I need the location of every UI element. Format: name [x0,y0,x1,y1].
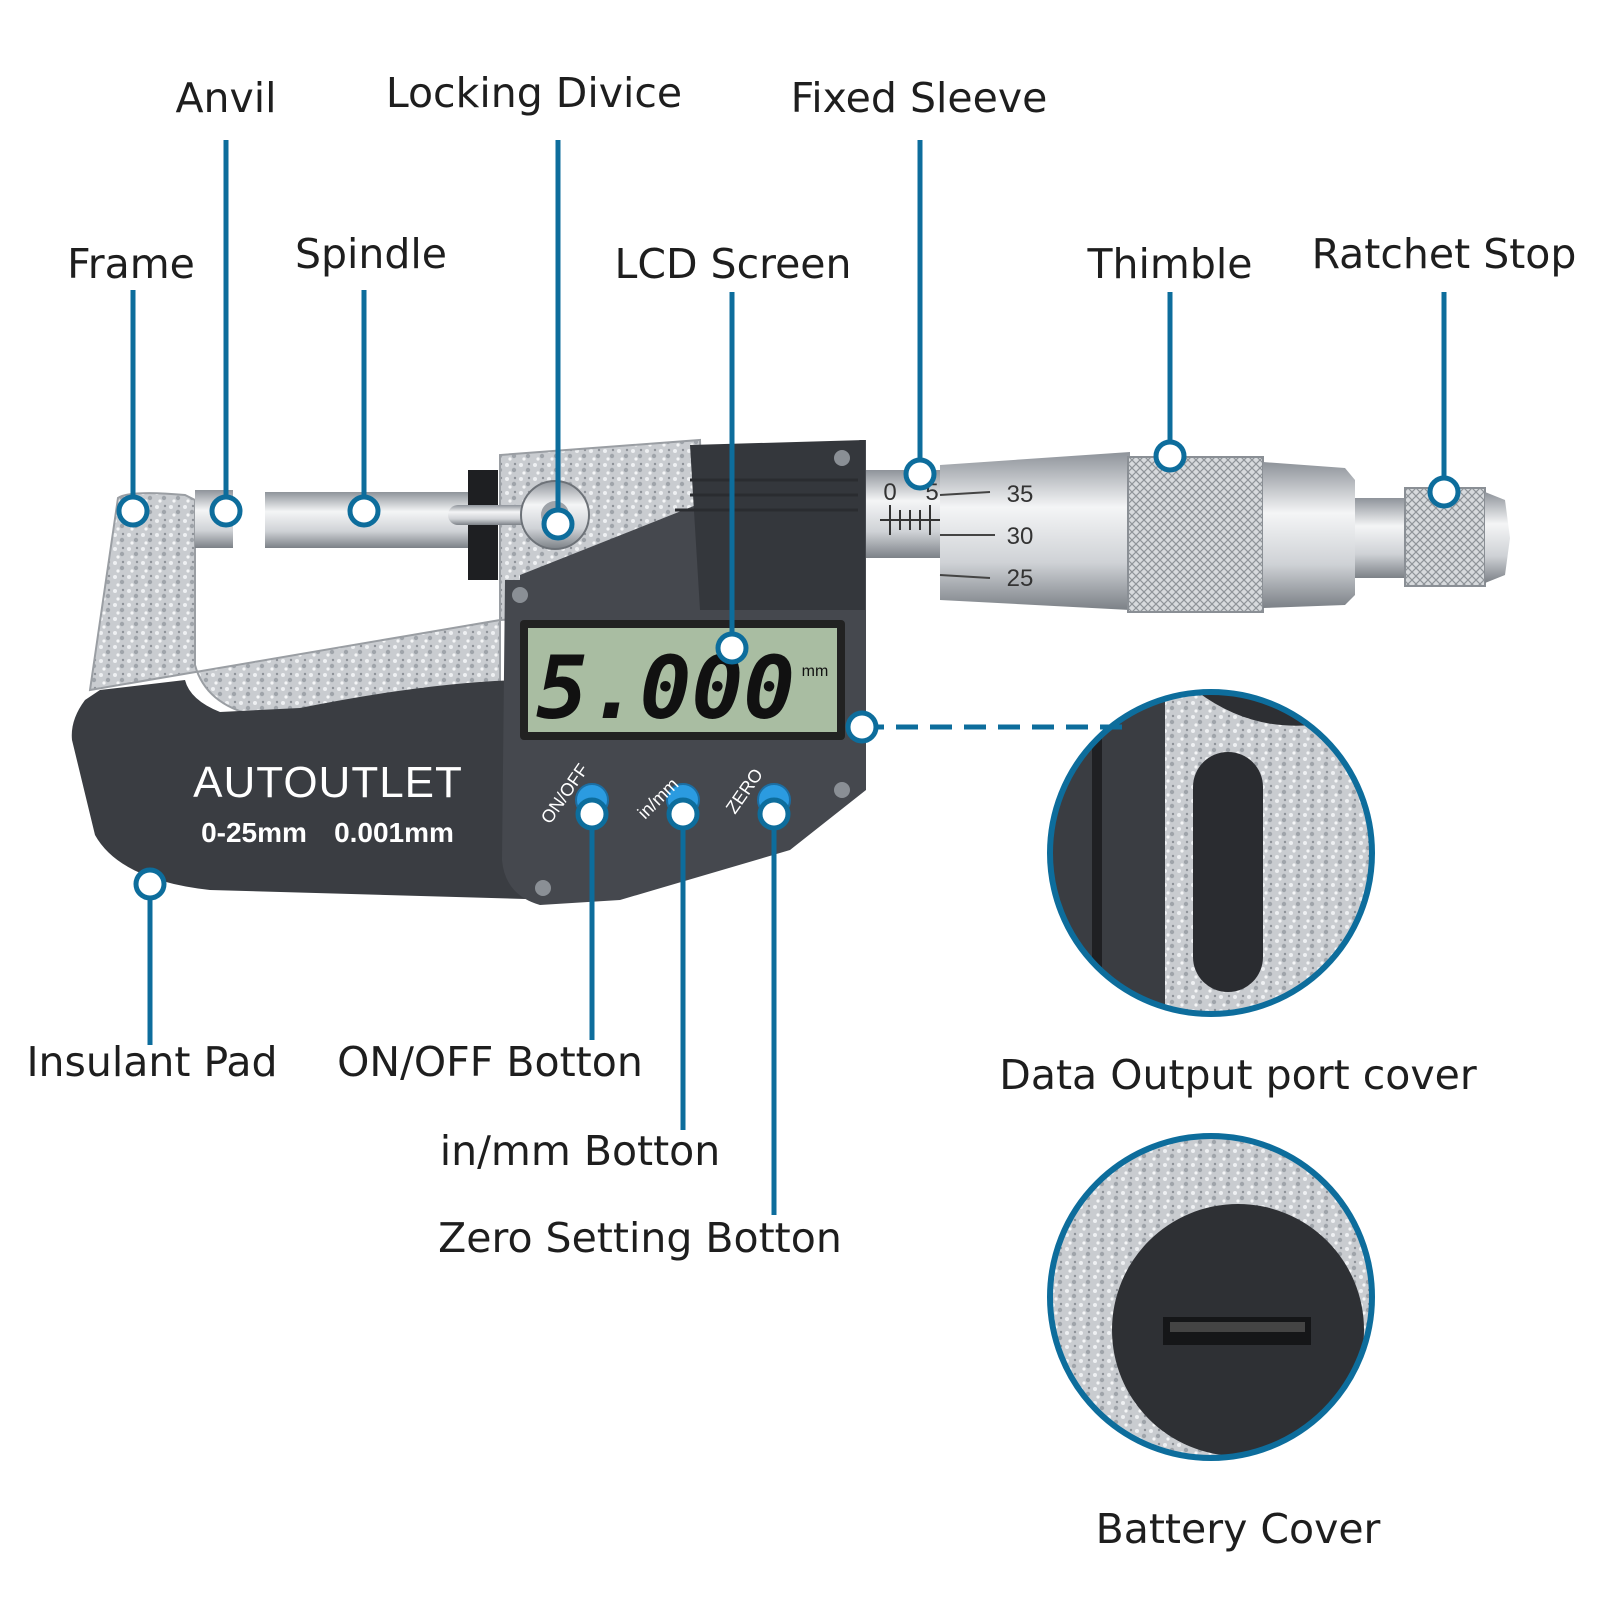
brand-logo: AUTOUTLET [193,758,463,807]
spindle-dot [347,494,381,528]
label-in-mm-button: in/mm Botton [440,1127,721,1175]
label-lcd-screen: LCD Screen [614,240,851,288]
label-battery-cover: Battery Cover [1096,1505,1381,1553]
battery-cover-inset [1047,1133,1375,1461]
label-insulant-pad: Insulant Pad [26,1038,277,1086]
data-port-cover [1193,752,1263,992]
lcd-screen: 5.000 mm [520,620,845,740]
label-frame: Frame [67,240,195,288]
label-anvil: Anvil [175,74,276,122]
label-zero-setting-button: Zero Setting Botton [438,1214,842,1262]
locking-dot [541,507,575,541]
pad-dot [133,867,167,901]
lcd-unit: mm [802,663,829,680]
range-text: 0-25mm [201,817,307,848]
micrometer: 5.000 mm AUTOUTLET 0-25mm 0.001mm ON/OFF… [71,438,1510,905]
label-locking-device: Locking Divice [386,69,682,117]
thimble-mark-25: 25 [1007,565,1034,592]
leader-lines [116,140,1461,1215]
sleeve-mark-0: 0 [883,479,896,506]
thimble-mark-35: 35 [1007,481,1034,508]
thimble-dot [1153,439,1187,473]
label-data-output-port-cover: Data Output port cover [999,1051,1477,1099]
label-on-off-button: ON/OFF Botton [337,1038,643,1086]
port-dot [845,710,879,744]
on-off-dot [575,797,609,831]
label-fixed-sleeve: Fixed Sleeve [791,74,1048,122]
lcd-dot [715,631,749,665]
data-output-port-inset [1047,689,1375,1017]
part-labels: Anvil Locking Divice Fixed Sleeve Frame … [26,69,1576,1553]
lcd-value: 5.000 [536,639,795,739]
thimble-mark-30: 30 [1007,523,1034,550]
zero-dot [757,797,791,831]
fixed-sleeve: 0 5 [866,470,946,558]
label-ratchet-stop: Ratchet Stop [1312,230,1577,278]
ratchet-dot [1427,475,1461,509]
sleeve-dot [903,457,937,491]
resolution-text: 0.001mm [334,817,454,848]
in-mm-dot [666,797,700,831]
label-spindle: Spindle [295,230,447,278]
label-thimble: Thimble [1086,240,1252,288]
thimble: 35 30 25 [939,452,1355,613]
frame-dot [116,494,150,528]
ratchet-stop [1355,487,1510,587]
anvil-dot [209,494,243,528]
